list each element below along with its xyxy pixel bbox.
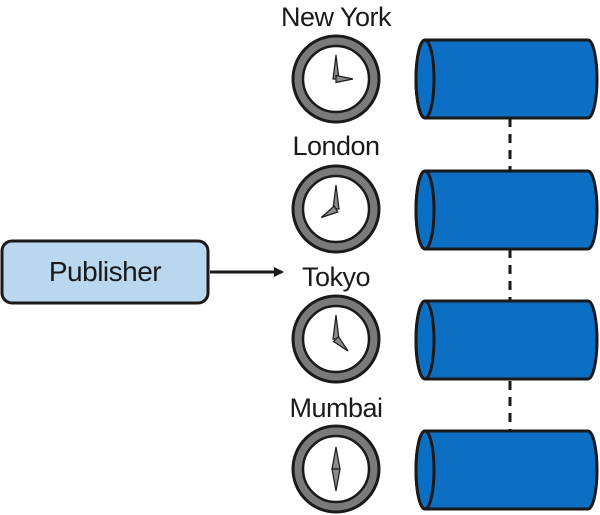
clocks-group <box>291 34 381 514</box>
region-label-tokyo: Tokyo <box>301 262 371 292</box>
storage-cylinder-new-york <box>414 38 599 120</box>
storage-cylinders <box>414 38 599 511</box>
clock-icon-london <box>291 164 381 254</box>
compass-needle-south <box>331 468 341 492</box>
clock-hour-hand <box>320 205 339 219</box>
clock-icon-new-york <box>291 34 381 124</box>
storage-cylinder-london <box>414 169 599 251</box>
clock-hour-hand <box>335 74 354 84</box>
clock-icon-tokyo <box>291 294 381 384</box>
compass-icon-mumbai <box>291 424 381 514</box>
storage-cylinder-tokyo <box>414 299 599 381</box>
region-label-london: London <box>292 131 380 161</box>
storage-cylinder-mumbai <box>414 429 599 511</box>
clock-hour-hand <box>332 335 349 352</box>
region-label-mumbai: Mumbai <box>289 393 383 423</box>
publisher-label: Publisher <box>48 256 162 287</box>
publisher-box <box>0 239 210 305</box>
region-label-new-york: New York <box>280 2 392 32</box>
